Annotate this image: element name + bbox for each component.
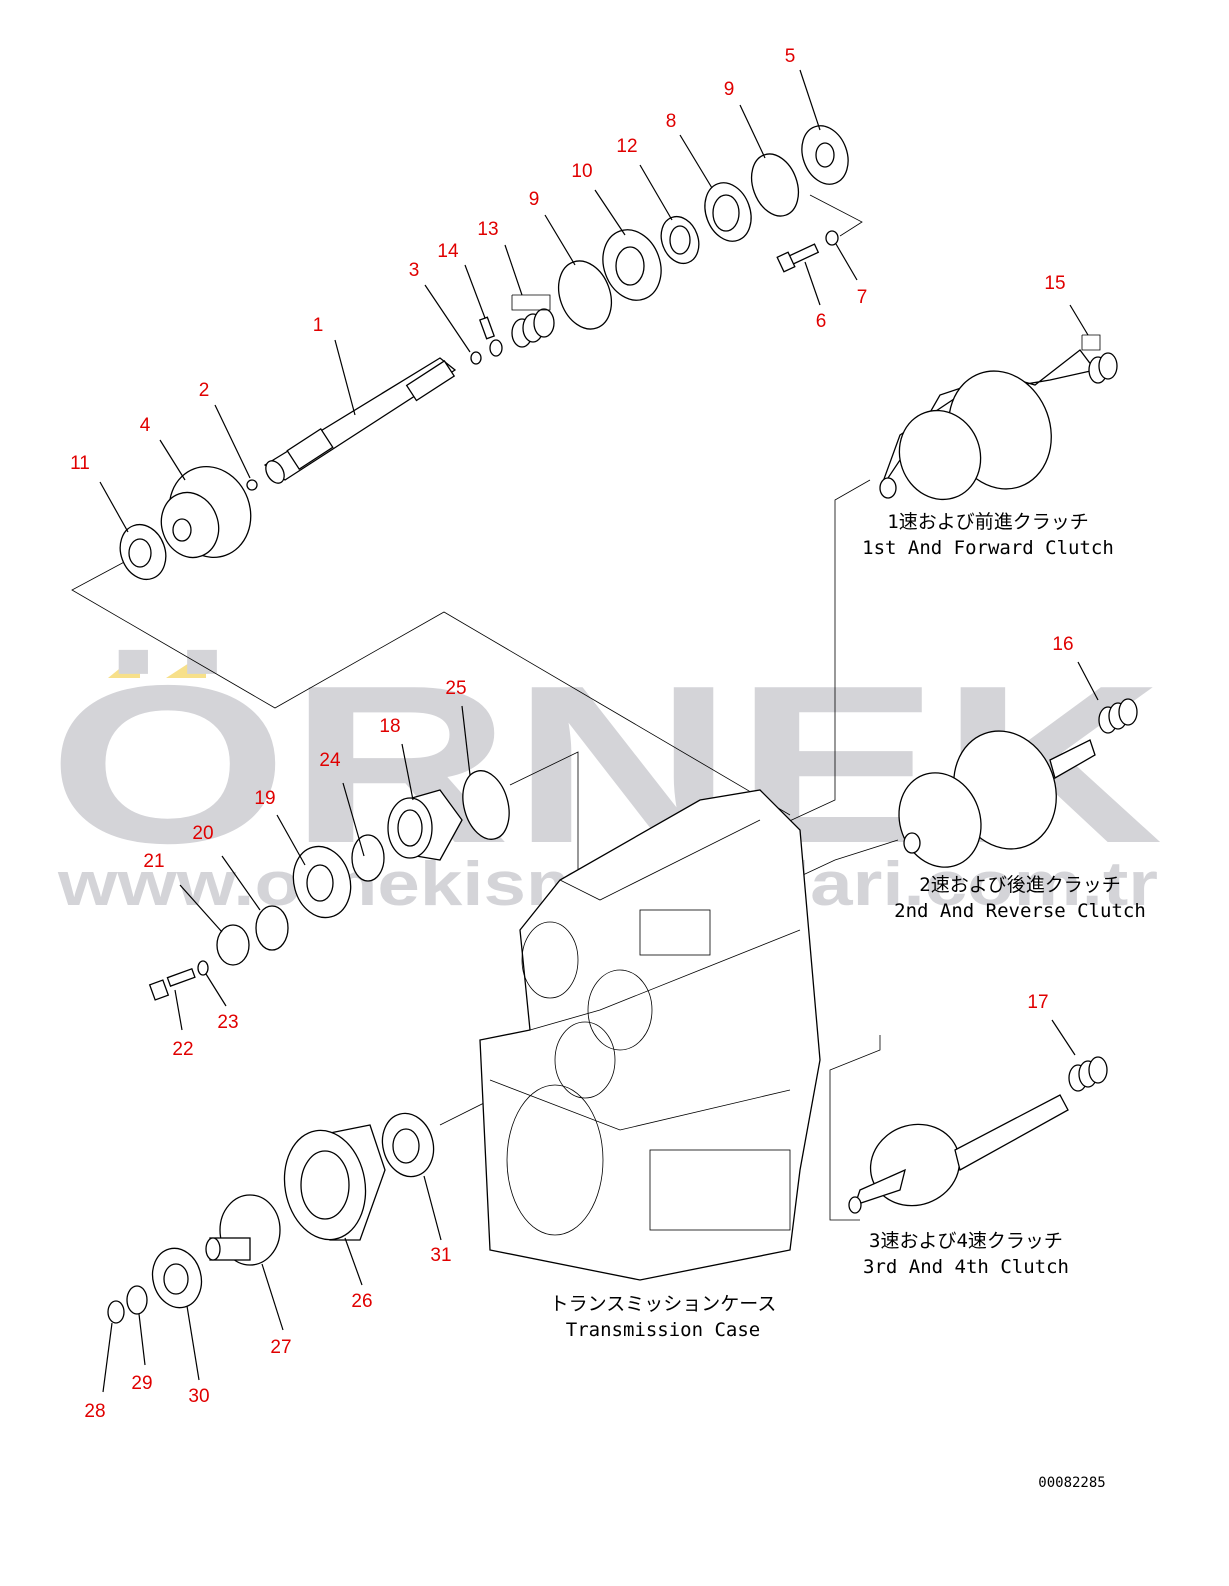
part-3 — [470, 351, 482, 365]
leader-lines — [99, 69, 1099, 1393]
callout-19: 19 — [254, 788, 275, 809]
clutch-2nd-reverse — [898, 698, 1138, 868]
part-8 — [704, 182, 752, 242]
callout-1: 1 — [313, 315, 324, 336]
captions: 1速および前進クラッチ 1st And Forward Clutch 2速および… — [550, 511, 1146, 1491]
callout-21: 21 — [143, 851, 164, 872]
caption-clutch2-en: 2nd And Reverse Clutch — [894, 900, 1146, 922]
callout-27: 27 — [270, 1337, 291, 1358]
part-19 — [292, 845, 352, 919]
clutch-3rd-4th — [848, 1056, 1108, 1214]
part-2 — [246, 479, 258, 491]
callout-16: 16 — [1052, 634, 1073, 655]
callout-22: 22 — [172, 1039, 193, 1060]
callout-3: 3 — [409, 260, 420, 281]
part-29 — [126, 1285, 148, 1315]
callout-30: 30 — [188, 1386, 209, 1407]
caption-case-en: Transmission Case — [566, 1319, 760, 1341]
part-30 — [151, 1247, 203, 1309]
callout-28: 28 — [84, 1401, 105, 1422]
caption-clutch2-jp: 2速および後進クラッチ — [919, 874, 1120, 896]
callout-8: 8 — [666, 111, 677, 132]
part-13 — [511, 294, 555, 348]
callout-14: 14 — [437, 241, 459, 262]
callout-12: 12 — [616, 136, 637, 157]
drawing-number: 00082285 — [1038, 1475, 1105, 1491]
caption-clutch3-jp: 3速および4速クラッチ — [869, 1230, 1063, 1252]
part-11 — [119, 523, 167, 581]
part-31 — [381, 1112, 435, 1178]
callout-2: 2 — [199, 380, 210, 401]
part-9-snap-ring-2 — [750, 153, 800, 217]
part-18 — [387, 789, 463, 861]
part-5 — [801, 125, 849, 185]
parts — [107, 125, 1138, 1324]
part-23 — [197, 960, 209, 976]
part-27 — [205, 1194, 281, 1266]
input-shaft — [263, 357, 457, 484]
callout-11: 11 — [70, 453, 90, 474]
part-4 — [160, 466, 252, 559]
part-25 — [462, 770, 510, 840]
part-7 — [825, 230, 839, 246]
callout-9b: 9 — [529, 189, 540, 210]
callout-18: 18 — [379, 716, 400, 737]
callout-26: 26 — [351, 1291, 372, 1312]
caption-case-jp: トランスミッションケース — [550, 1293, 777, 1315]
part-20 — [255, 905, 289, 951]
callout-6: 6 — [816, 311, 827, 332]
callout-15: 15 — [1044, 273, 1065, 294]
part-10 — [602, 229, 662, 301]
callout-20: 20 — [192, 823, 213, 844]
callout-31: 31 — [430, 1245, 451, 1266]
part-14 — [478, 316, 496, 340]
callout-10: 10 — [571, 161, 592, 182]
callout-5: 5 — [785, 46, 796, 67]
part-6-bolt — [776, 243, 820, 273]
callout-24: 24 — [319, 750, 341, 771]
callout-4: 4 — [140, 415, 151, 436]
callout-7: 7 — [857, 287, 868, 308]
callout-23: 23 — [217, 1012, 238, 1033]
callout-numbers: 1 2 3 4 5 6 7 8 9 9 10 11 12 13 14 15 16… — [70, 46, 1073, 1422]
part-22-bolt — [148, 967, 196, 1001]
caption-clutch3-en: 3rd And 4th Clutch — [863, 1256, 1069, 1278]
callout-25: 25 — [445, 678, 466, 699]
part-21 — [216, 924, 250, 966]
part-26 — [283, 1124, 386, 1241]
caption-clutch1-jp: 1速および前進クラッチ — [887, 511, 1088, 533]
part-12 — [660, 215, 700, 265]
part-28 — [107, 1300, 125, 1324]
callout-13: 13 — [477, 219, 498, 240]
part-14-ring — [489, 339, 503, 357]
callout-17: 17 — [1027, 992, 1048, 1013]
caption-clutch1-en: 1st And Forward Clutch — [862, 537, 1114, 559]
transmission-case — [479, 789, 821, 1281]
part-24 — [351, 834, 385, 882]
clutch-1st-forward — [879, 334, 1118, 501]
callout-29: 29 — [131, 1373, 152, 1394]
callout-9: 9 — [724, 79, 735, 100]
